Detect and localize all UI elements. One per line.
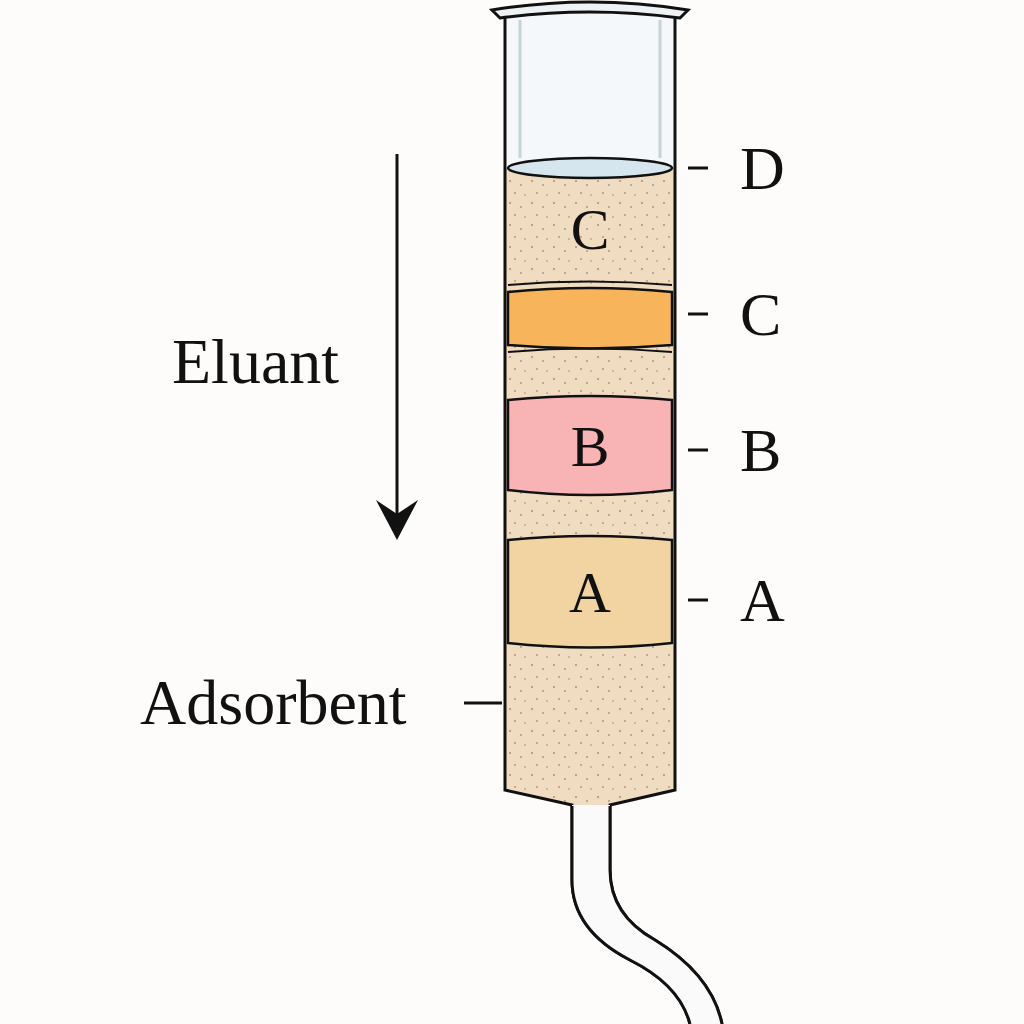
- part-label: B: [740, 419, 781, 481]
- glass-highlight: [659, 20, 662, 158]
- column-wall: [610, 14, 722, 1024]
- outlet-wall: [610, 806, 722, 1024]
- eluant-surface: [508, 158, 672, 178]
- leader-line: [464, 702, 502, 705]
- band-letter: A: [569, 564, 611, 622]
- part-label: A: [740, 569, 785, 631]
- leader-line: [688, 313, 708, 316]
- leader-line: [688, 599, 708, 602]
- pink-band: [508, 396, 672, 495]
- band-a: [508, 536, 672, 648]
- column-band: B: [512, 404, 668, 490]
- part-label: D: [740, 137, 785, 199]
- flow-arrow: [396, 154, 399, 520]
- column-band: A: [512, 546, 668, 640]
- glass-tube: [505, 10, 675, 170]
- band-line: [508, 282, 672, 286]
- orange-band: [508, 288, 672, 349]
- material-label: Adsorbent: [140, 671, 407, 735]
- leader-line: [688, 449, 708, 452]
- glass-highlight: [519, 20, 522, 158]
- adsorbent-texture: [505, 168, 675, 805]
- column-band: C: [512, 180, 668, 280]
- leader-line: [688, 167, 708, 170]
- band-line: [508, 349, 672, 353]
- adsorbent-fill: [505, 168, 675, 805]
- flow-label: Eluant: [172, 330, 339, 394]
- band-letter: C: [571, 201, 610, 259]
- outlet-wall: [572, 806, 690, 1024]
- outlet-tube: [572, 805, 722, 1024]
- arrow-head: [376, 500, 418, 540]
- part-label: C: [740, 283, 781, 345]
- column-rim: [492, 2, 688, 18]
- band-letter: B: [571, 418, 610, 476]
